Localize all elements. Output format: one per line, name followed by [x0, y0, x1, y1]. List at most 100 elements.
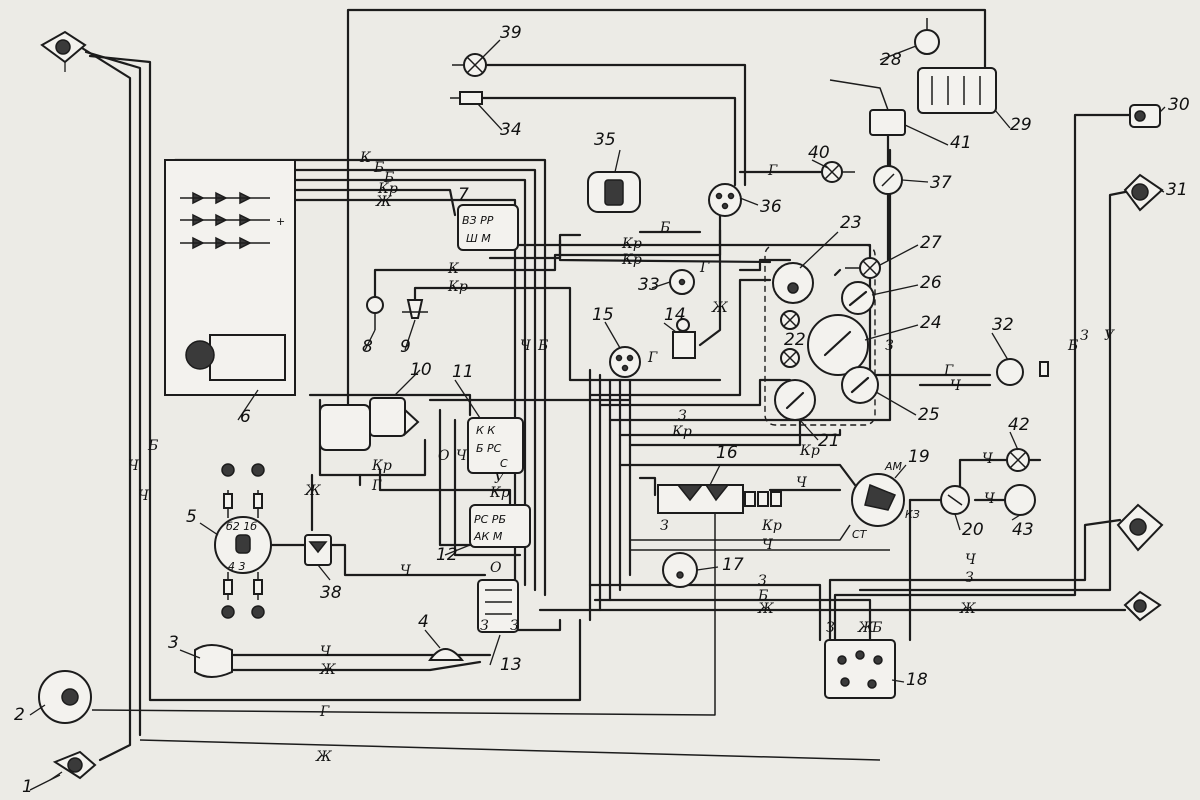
- motor-35: [587, 171, 641, 213]
- lamp-40: [821, 161, 855, 183]
- switch-4: [424, 629, 465, 661]
- wire-label: Г: [699, 260, 710, 276]
- wire-label: З: [826, 620, 835, 636]
- brake-switch-41: [829, 79, 906, 136]
- relay12-terminal-bottom: АК М: [473, 530, 503, 543]
- component-number: 12: [436, 545, 458, 565]
- wire-label: Б: [1067, 338, 1078, 354]
- gauge-23: [772, 262, 814, 304]
- wire-label: У: [1104, 328, 1115, 344]
- component-number: 37: [930, 173, 952, 193]
- wire-label: Ж: [304, 483, 322, 499]
- ignition-switch-19: АМ КЗ СТ: [851, 460, 920, 541]
- generator-5: б2 1б 4 3: [199, 463, 272, 619]
- wire-label: О: [490, 560, 502, 576]
- wire-label: Ч: [320, 644, 332, 660]
- wire-label: Ч: [138, 488, 150, 504]
- component-number: 17: [722, 555, 744, 575]
- wire-label: З: [758, 573, 767, 589]
- wire-label: З: [885, 338, 894, 354]
- relay-11: К К Б РС С: [454, 379, 524, 474]
- wire-label: З: [480, 618, 489, 634]
- wire-label: З: [965, 570, 974, 586]
- switch-15: [609, 346, 641, 378]
- relay-12: РС РБ АК М: [444, 504, 531, 556]
- component-number: 31: [1166, 180, 1188, 200]
- wire-label: З: [660, 518, 669, 534]
- headlight-2: [29, 670, 92, 724]
- license-lamp: [1123, 590, 1162, 622]
- sensor-32: [996, 358, 1049, 386]
- wire-label: Ч: [984, 491, 996, 507]
- component-number: 42: [1008, 415, 1030, 435]
- component-numbers: 1 2 3 4 5 6 7 8 9 10 11 12 13 14 15 16 1…: [14, 23, 1190, 797]
- component-number: 32: [992, 315, 1014, 335]
- gen-terminal-bottom: 4 3: [228, 560, 246, 573]
- component-number: 3: [168, 633, 179, 653]
- wire-label: Б: [373, 160, 384, 176]
- wire-label: Г: [943, 363, 954, 379]
- wire-label: О: [438, 448, 450, 464]
- wire-label: Кр: [447, 279, 468, 295]
- relay-terminal-top: К К: [476, 424, 496, 437]
- sensor-8: [364, 296, 384, 351]
- component-number: 36: [760, 197, 782, 217]
- light-switch-18: [824, 639, 896, 699]
- wire-label: К: [359, 150, 372, 166]
- sensor-43: [1004, 484, 1036, 516]
- component-number: 41: [950, 133, 972, 153]
- regulator-terminal-top: ВЗ РР: [462, 214, 494, 227]
- component-number: 21: [818, 431, 840, 451]
- warning-lamp-22: [780, 310, 800, 368]
- wire-label: Ж: [711, 300, 729, 316]
- front-lamp-left: [40, 30, 87, 72]
- wire-label: Кр: [489, 485, 510, 501]
- switch-20: [940, 485, 970, 515]
- wire-label: З: [1080, 328, 1089, 344]
- horn-3: [179, 644, 233, 678]
- wire-label: Кр: [671, 424, 692, 440]
- wire-label: Кр: [621, 252, 642, 268]
- wire-label: З: [678, 408, 687, 424]
- wire-label: Кр: [371, 458, 392, 474]
- regulator-terminal-bottom: Ш М: [466, 232, 491, 245]
- component-number: 38: [320, 583, 342, 603]
- component-number: 1: [22, 777, 33, 797]
- component-number: 10: [410, 360, 432, 380]
- wire-label: Ч: [400, 563, 412, 579]
- speedometer-24: [807, 314, 869, 376]
- component-number: 19: [908, 447, 930, 467]
- wire-label: Б: [147, 438, 158, 454]
- wire-label: Ч: [796, 475, 808, 491]
- component-number: 5: [186, 507, 197, 527]
- relay12-terminal-top: РС РБ: [474, 513, 506, 526]
- wire-label: Б: [871, 620, 882, 636]
- sensor-9: [402, 299, 428, 351]
- ignition-terminal-am: АМ: [884, 460, 903, 473]
- switch-36: [708, 183, 742, 217]
- wire-label: Кр: [761, 518, 782, 534]
- fuse-box-29: [917, 67, 1011, 129]
- warning-lamp-27: [845, 257, 881, 279]
- switch-37: [873, 165, 903, 195]
- wire-label: Кр: [621, 236, 642, 252]
- component-number: 28: [880, 50, 902, 70]
- side-lamp-1: [29, 750, 97, 791]
- component-number: 25: [918, 405, 940, 425]
- wire-label: Ч: [982, 451, 994, 467]
- wire-labels: К Б Б Кр Ж К Кр Кр Кр Г Б Г Ж Г Ч Б З Кр…: [128, 150, 1115, 765]
- rear-lamp-right: [1116, 503, 1164, 552]
- wire-label: Б: [757, 588, 768, 604]
- wire-label: Кр: [799, 443, 820, 459]
- component-number: 7: [458, 185, 469, 205]
- regulator-7: ВЗ РР Ш М: [457, 204, 519, 251]
- gen-terminal-top: б2 1б: [226, 520, 257, 533]
- wire-label: Ж: [857, 620, 875, 636]
- relay-terminal-bottom: С: [500, 457, 508, 470]
- switch-16: [657, 464, 782, 514]
- wire-label: Б: [537, 338, 548, 354]
- lamp-39: [452, 53, 487, 77]
- component-number: 40: [808, 143, 830, 163]
- wire-label: Г: [319, 704, 330, 720]
